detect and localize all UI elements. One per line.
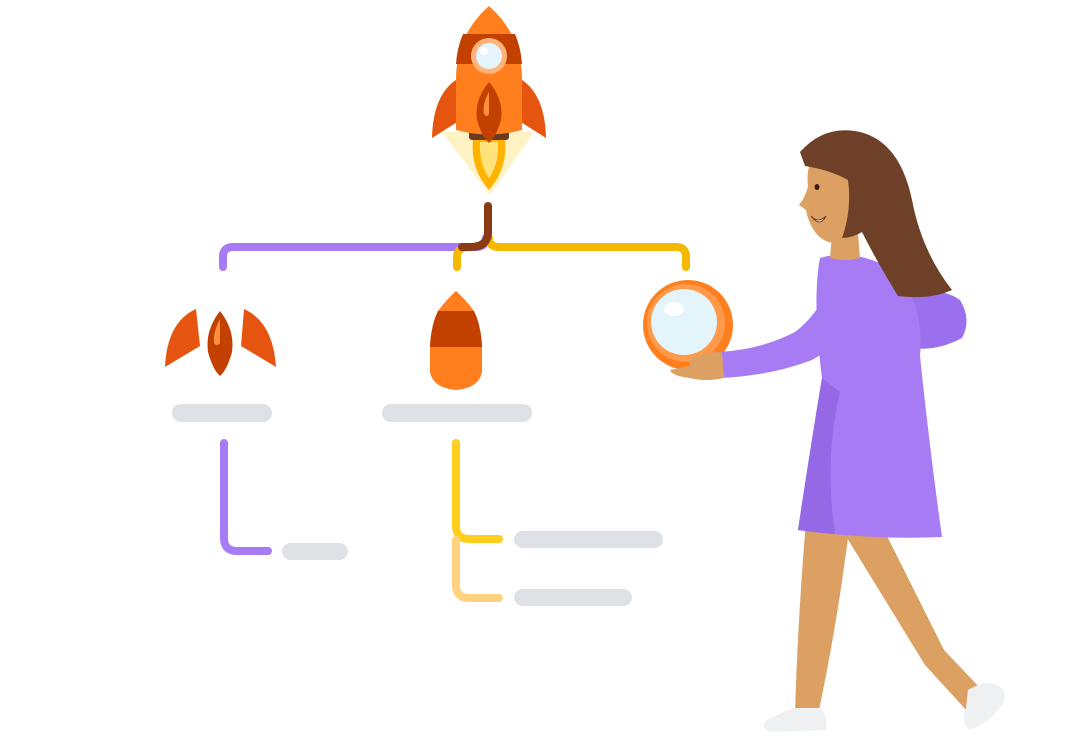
woman-eye [814, 184, 820, 190]
rocket-window-shine [480, 47, 488, 55]
placeholder-left-sub [282, 543, 348, 560]
window-glass [651, 289, 717, 355]
rocket-center-fin-highlight [483, 92, 489, 116]
woman-hand [670, 352, 724, 380]
placeholder-middle-sub-1 [514, 531, 663, 548]
rocket-fin-left [432, 78, 462, 138]
body-piece-tip [438, 291, 474, 311]
placeholder-left-label [172, 404, 272, 422]
body-piece-band [430, 311, 482, 347]
rocket-fin-right [516, 78, 546, 138]
woman-arm-front [718, 288, 848, 378]
rocket-window-glass [476, 43, 502, 69]
rocket-icon [432, 6, 546, 195]
fin-left-piece [165, 309, 200, 367]
connector-yellow-branch [485, 234, 690, 271]
connector-stem [458, 202, 492, 251]
woman-smile [810, 215, 827, 223]
connector-purple-branch [219, 234, 490, 271]
engine-piece-highlight [213, 319, 220, 345]
placeholder-middle-sub-2 [514, 589, 632, 606]
woman-leg-back [836, 520, 982, 712]
placeholder-bars [172, 404, 663, 606]
connector-middle-sub-2 [452, 536, 503, 602]
connector-middle-sub-1 [452, 439, 503, 543]
woman-fringe [800, 148, 864, 238]
fin-right-piece [241, 309, 276, 367]
window-shine [664, 302, 684, 316]
engine-piece [207, 311, 233, 376]
rocket-flame-inner [479, 142, 499, 178]
rocket-body-icon [430, 291, 482, 390]
rocket-window-icon [643, 280, 733, 370]
connectors [219, 202, 690, 602]
woman-leg-front [795, 522, 850, 712]
connector-left-sub [220, 439, 272, 555]
woman-holding-porthole-icon [670, 130, 1005, 732]
woman-dress-shade [798, 378, 840, 534]
woman-shoe-front [763, 708, 827, 732]
woman-shoe-back [963, 682, 1005, 730]
placeholder-middle-label [382, 404, 532, 422]
woman-face [799, 158, 855, 243]
rocket-fins-engine-icon [165, 309, 276, 376]
